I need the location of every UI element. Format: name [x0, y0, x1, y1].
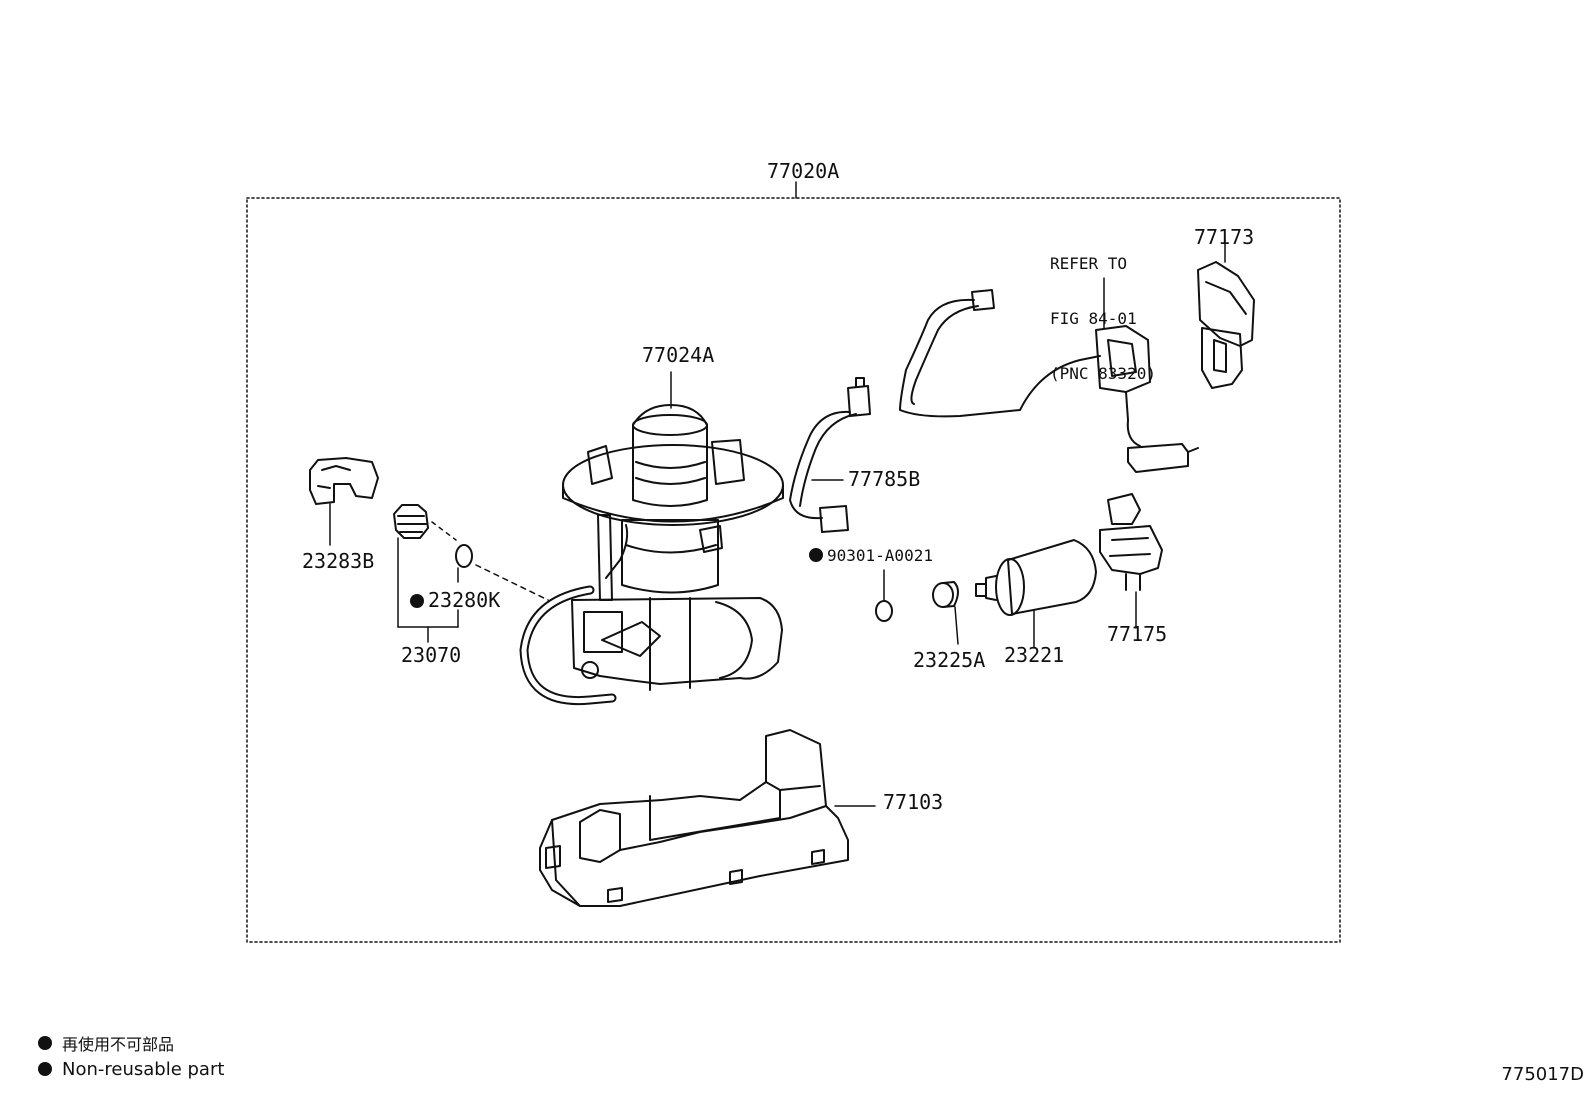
part-90301-drawing — [875, 569, 893, 622]
non-reusable-dot-icon — [809, 548, 823, 562]
legend-jp-text: 再使用不可部品 — [62, 1035, 175, 1054]
label-77175: 77175 — [1107, 622, 1168, 646]
part-23221-drawing — [975, 539, 1097, 649]
non-reusable-dot-icon — [38, 1062, 52, 1076]
label-77173: 77173 — [1194, 225, 1255, 249]
refer-note: REFER TO FIG 84-01 (PNC 83320) — [1050, 218, 1156, 420]
part-77175-drawing — [1099, 493, 1163, 629]
part-77103-drawing — [539, 729, 876, 907]
refer-note-line2: FIG 84-01 — [1050, 308, 1137, 328]
legend-row-jp: 再使用不可部品 — [38, 1030, 224, 1056]
non-reusable-dot-icon — [410, 594, 424, 608]
label-23225A: 23225A — [913, 648, 986, 672]
label-77103: 77103 — [883, 790, 944, 814]
legend-row-en: Non-reusable part — [38, 1056, 224, 1082]
part-77173-drawing — [1197, 239, 1255, 389]
part-77785B-drawing — [789, 377, 871, 533]
label-23221: 23221 — [1004, 643, 1065, 667]
refer-note-line3: (PNC 83320) — [1050, 364, 1156, 384]
figure-code: 775017D — [1501, 1064, 1584, 1085]
part-23070-drawing — [393, 504, 549, 643]
label-90301-text: 90301-A0021 — [827, 546, 933, 565]
label-23283B: 23283B — [302, 549, 375, 573]
label-23070: 23070 — [401, 643, 462, 667]
legend-en-text: Non-reusable part — [62, 1058, 225, 1080]
non-reusable-dot-icon — [38, 1036, 52, 1050]
label-77024A: 77024A — [642, 343, 715, 367]
label-77785B: 77785B — [848, 467, 921, 491]
refer-note-line1: REFER TO — [1050, 253, 1128, 273]
part-83320-drawing — [899, 277, 1199, 473]
label-23280K: 23280K — [410, 590, 500, 610]
label-23280K-text: 23280K — [428, 588, 501, 612]
label-77020A: 77020A — [767, 159, 840, 183]
label-90301-A0021: 90301-A0021 — [809, 548, 933, 564]
part-77024A-drawing — [519, 371, 784, 706]
legend: 再使用不可部品 Non-reusable part — [38, 1030, 224, 1082]
part-23283B-drawing — [309, 457, 379, 546]
assembly-frame — [246, 197, 1341, 943]
part-23225A-drawing — [932, 581, 959, 645]
